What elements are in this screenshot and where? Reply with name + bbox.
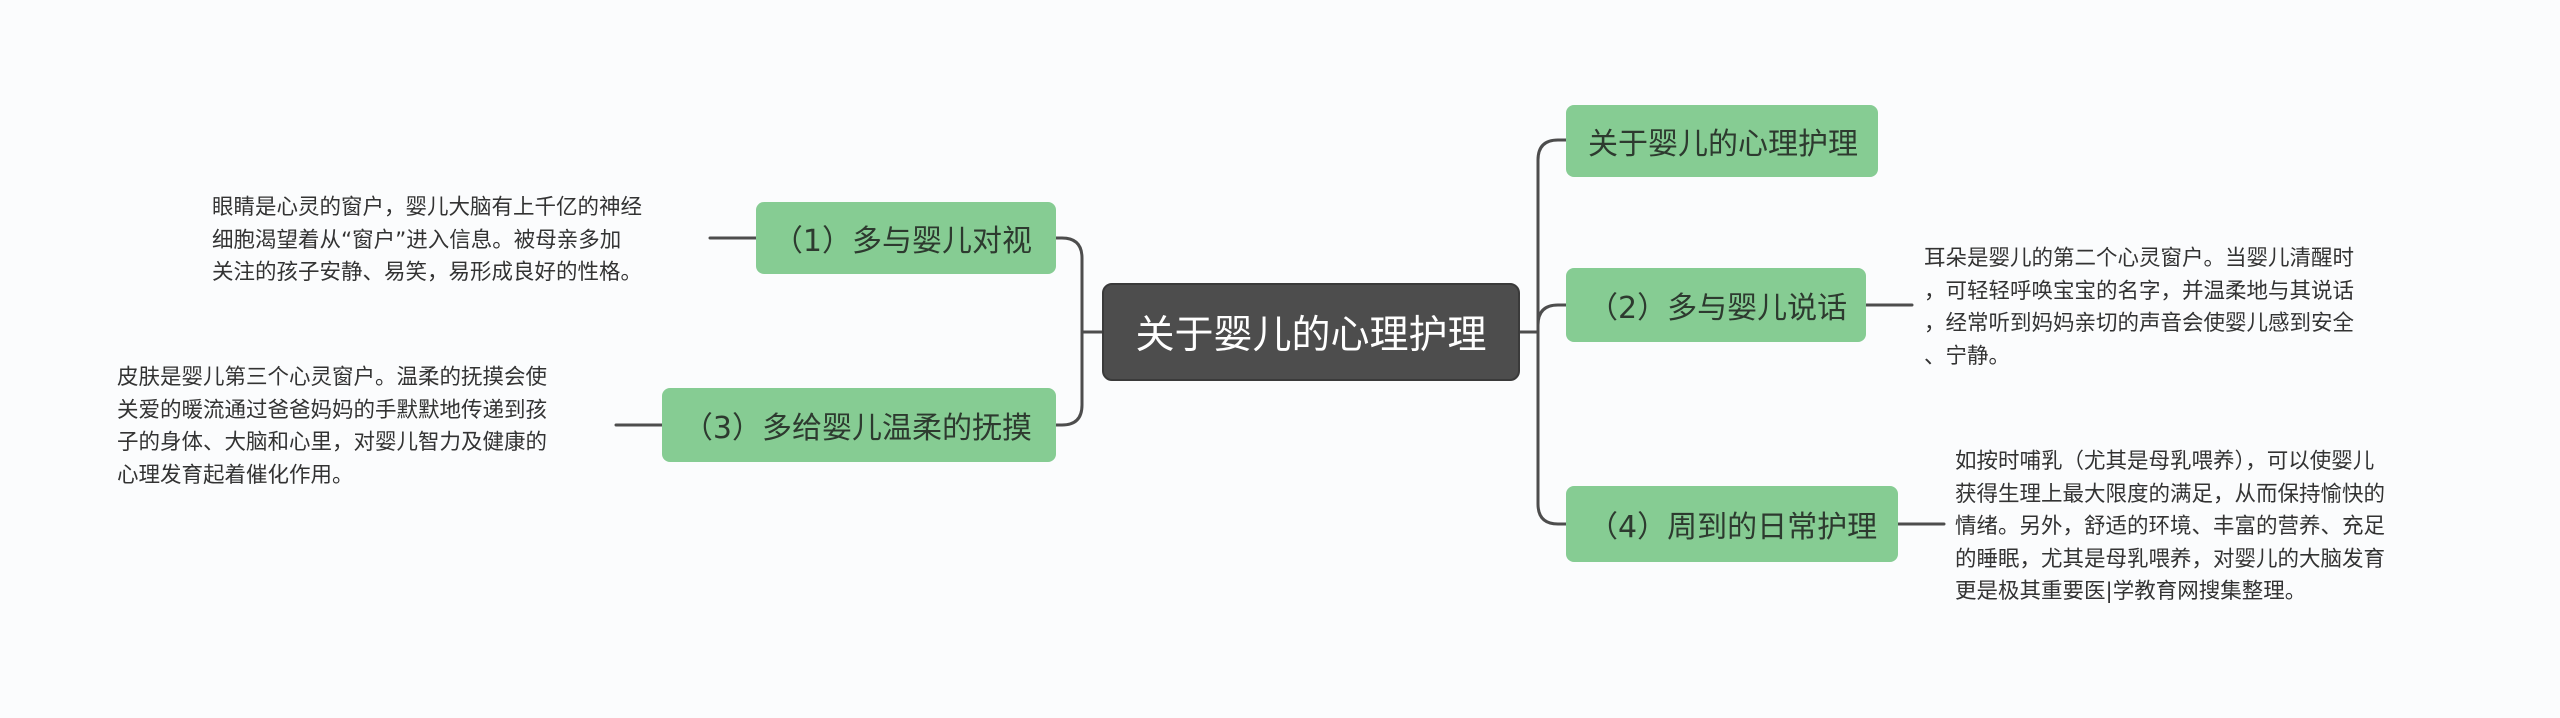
link-root-b2 xyxy=(1536,303,1568,334)
leaf-text-talking: 耳朵是婴儿的第二个心灵窗户。当婴儿清醒时 ，可轻轻呼唤宝宝的名字，并温柔地与其说… xyxy=(1924,243,2354,373)
leaf-text-eye-contact: 眼睛是心灵的窗户，婴儿大脑有上千亿的神经 细胞渴望着从“窗户”进入信息。被母亲多… xyxy=(212,192,642,290)
branch-node-eye-contact[interactable]: （1）多与婴儿对视 xyxy=(756,202,1056,274)
leaf-line: 皮肤是婴儿第三个心灵窗户。温柔的抚摸会使 xyxy=(117,365,548,390)
leaf-line: ，可轻轻呼唤宝宝的名字，并温柔地与其说话 xyxy=(1924,278,2355,304)
leaf-text-gentle-touch: 皮肤是婴儿第三个心灵窗户。温柔的抚摸会使 关爱的暖流通过爸爸妈妈的手默默地传递到… xyxy=(117,362,547,492)
link-root-b3 xyxy=(1054,330,1084,427)
leaf-line: 关注的孩子安静、易笑，易形成良好的性格。 xyxy=(212,260,643,285)
link-root-b1 xyxy=(1054,236,1104,334)
leaf-line: ，经常听到妈妈亲切的声音会使婴儿感到安全 xyxy=(1924,311,2355,336)
leaf-line: 的睡眠，尤其是母乳喂养，对婴儿的大脑发育 xyxy=(1955,546,2386,572)
leaf-line: 获得生理上最大限度的满足，从而保持愉快的 xyxy=(1955,481,2386,507)
leaf-line: 如按时哺乳（尤其是母乳喂养），可以使婴儿 xyxy=(1955,449,2375,474)
leaf-line: 心理发育起着催化作用。 xyxy=(117,462,354,488)
leaf-line: 耳朵是婴儿的第二个心灵窗户。当婴儿清醒时 xyxy=(1924,246,2355,271)
leaf-line: 更是极其重要医|学教育网搜集整理。 xyxy=(1955,579,2307,604)
leaf-line: 眼睛是心灵的窗户，婴儿大脑有上千亿的神经 xyxy=(212,195,643,220)
link-root-b4 xyxy=(1536,330,1568,526)
root-node[interactable]: 关于婴儿的心理护理 xyxy=(1102,283,1520,381)
link-root-b0 xyxy=(1518,138,1568,334)
leaf-text-daily-care: 如按时哺乳（尤其是母乳喂养），可以使婴儿 获得生理上最大限度的满足，从而保持愉快… xyxy=(1955,446,2385,609)
leaf-line: 、宁静。 xyxy=(1924,343,2011,369)
leaf-line: 子的身体、大脑和心里，对婴儿智力及健康的 xyxy=(117,430,548,455)
leaf-line: 细胞渴望着从“窗户”进入信息。被母亲多加 xyxy=(212,227,622,253)
leaf-line: 关爱的暖流通过爸爸妈妈的手默默地传递到孩 xyxy=(117,397,548,423)
branch-node-talking[interactable]: （2）多与婴儿说话 xyxy=(1566,268,1866,342)
branch-node-daily-care[interactable]: （4）周到的日常护理 xyxy=(1566,486,1898,562)
branch-node-about[interactable]: 关于婴儿的心理护理 xyxy=(1566,105,1878,177)
leaf-line: 情绪。另外，舒适的环境、丰富的营养、充足 xyxy=(1955,514,2386,539)
branch-node-gentle-touch[interactable]: （3）多给婴儿温柔的抚摸 xyxy=(662,388,1056,462)
